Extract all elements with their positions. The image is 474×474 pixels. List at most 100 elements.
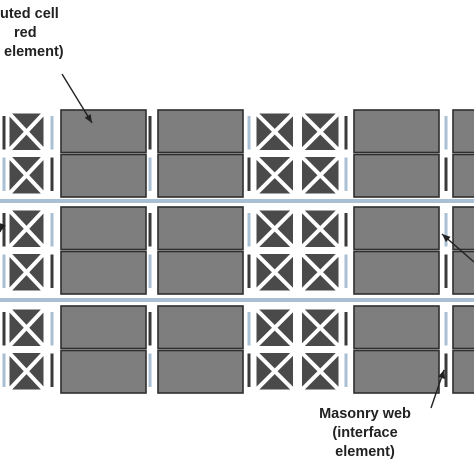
masonry-block <box>353 109 440 154</box>
panel-diagonal <box>6 154 47 197</box>
masonry-block <box>157 349 244 394</box>
panel-diagonal <box>6 110 47 153</box>
masonry-block <box>353 206 440 251</box>
masonry-block <box>452 109 474 154</box>
panel-diagonal <box>6 306 47 349</box>
masonry-web-label-line-2: (interface <box>332 425 398 441</box>
masonry-block <box>452 250 474 295</box>
vertical-interface-bar <box>50 353 54 387</box>
panel-border <box>253 207 296 250</box>
panel-diagonal <box>299 110 342 153</box>
vertical-interface-bar <box>2 312 6 346</box>
masonry-block <box>157 109 244 154</box>
vertical-interface-bar <box>344 312 348 346</box>
panel-border <box>299 350 342 393</box>
horizontal-interface-strip <box>0 298 474 302</box>
vertical-interface-bar <box>148 116 152 150</box>
masonry-block <box>353 250 440 295</box>
vertical-interface-bar <box>247 254 251 288</box>
panel-border <box>253 306 296 349</box>
panel-border <box>299 306 342 349</box>
vertical-interface-bar <box>148 213 152 247</box>
masonry-block <box>60 305 147 350</box>
masonry-block <box>60 109 147 154</box>
panel-border <box>6 306 47 349</box>
panel-diagonal <box>6 207 47 250</box>
vertical-interface-bar <box>344 254 348 288</box>
panel-diagonal <box>6 350 47 393</box>
masonry-web-label-line-1: Masonry web <box>319 406 411 422</box>
masonry-block <box>452 206 474 251</box>
panel-diagonal <box>253 350 296 393</box>
panel-diagonal <box>299 306 342 349</box>
grouted-cell-label-line-1: uted cell <box>0 6 59 22</box>
panel-border <box>6 207 47 250</box>
vertical-interface-bar <box>444 312 448 346</box>
panel-diagonal <box>299 207 342 250</box>
masonry-web-label: Masonry web (interface element) <box>300 405 430 462</box>
vertical-interface-bar <box>2 116 6 150</box>
panel-diagonal <box>299 350 342 393</box>
grouted-cell-label-line-3: element) <box>4 44 64 60</box>
vertical-interface-bar <box>50 157 54 191</box>
vertical-interface-bar <box>444 157 448 191</box>
vertical-interface-bar <box>2 353 6 387</box>
grouted-cell-arrow-icon-head <box>84 114 92 123</box>
grouted-cell-label-line-2: red <box>14 25 37 41</box>
panel-diagonal <box>6 251 47 294</box>
vertical-interface-bar <box>2 157 6 191</box>
panel-border <box>299 207 342 250</box>
masonry-web-arrow-icon-head <box>438 370 445 379</box>
masonry-web-label-line-3: element) <box>335 444 395 460</box>
vertical-interface-bar <box>444 116 448 150</box>
vertical-interface-bar <box>247 116 251 150</box>
panel-border <box>6 110 47 153</box>
panel-diagonal <box>299 154 342 197</box>
masonry-block <box>452 153 474 198</box>
masonry-block <box>157 305 244 350</box>
panel-border <box>6 251 47 294</box>
masonry-block <box>60 153 147 198</box>
panel-diagonal <box>253 110 296 153</box>
vertical-interface-bar <box>50 312 54 346</box>
masonry-web-arrow-icon-head <box>442 234 451 243</box>
vertical-interface-bar <box>2 254 6 288</box>
grouted-cell-arrow-icon <box>61 73 93 124</box>
masonry-block <box>452 305 474 350</box>
vertical-interface-bar <box>444 213 448 247</box>
vertical-interface-bar <box>148 312 152 346</box>
panel-diagonal <box>253 251 296 294</box>
panel-border <box>6 350 47 393</box>
masonry-block <box>353 305 440 350</box>
panel-border <box>253 154 296 197</box>
vertical-interface-bar <box>247 157 251 191</box>
panel-border <box>253 251 296 294</box>
horizontal-interface-strip <box>0 199 474 203</box>
panel-border <box>299 251 342 294</box>
vertical-interface-bar <box>148 254 152 288</box>
panel-diagonal <box>253 207 296 250</box>
panel-border <box>299 110 342 153</box>
masonry-block <box>157 153 244 198</box>
masonry-block <box>60 206 147 251</box>
vertical-interface-bar <box>50 254 54 288</box>
panel-border <box>299 154 342 197</box>
panel-diagonal <box>253 306 296 349</box>
masonry-block <box>353 153 440 198</box>
vertical-interface-bar <box>344 353 348 387</box>
vertical-interface-bar <box>148 157 152 191</box>
vertical-interface-bar <box>444 254 448 288</box>
grouted-cell-label: uted cell red element) <box>0 5 80 62</box>
panel-diagonal <box>253 154 296 197</box>
panel-border <box>253 110 296 153</box>
vertical-interface-bar <box>344 157 348 191</box>
panel-diagonal <box>299 251 342 294</box>
masonry-block <box>452 349 474 394</box>
masonry-block <box>60 250 147 295</box>
vertical-interface-bar <box>2 213 6 247</box>
vertical-interface-bar <box>50 213 54 247</box>
panel-border <box>253 350 296 393</box>
masonry-block <box>353 349 440 394</box>
masonry-block <box>157 250 244 295</box>
